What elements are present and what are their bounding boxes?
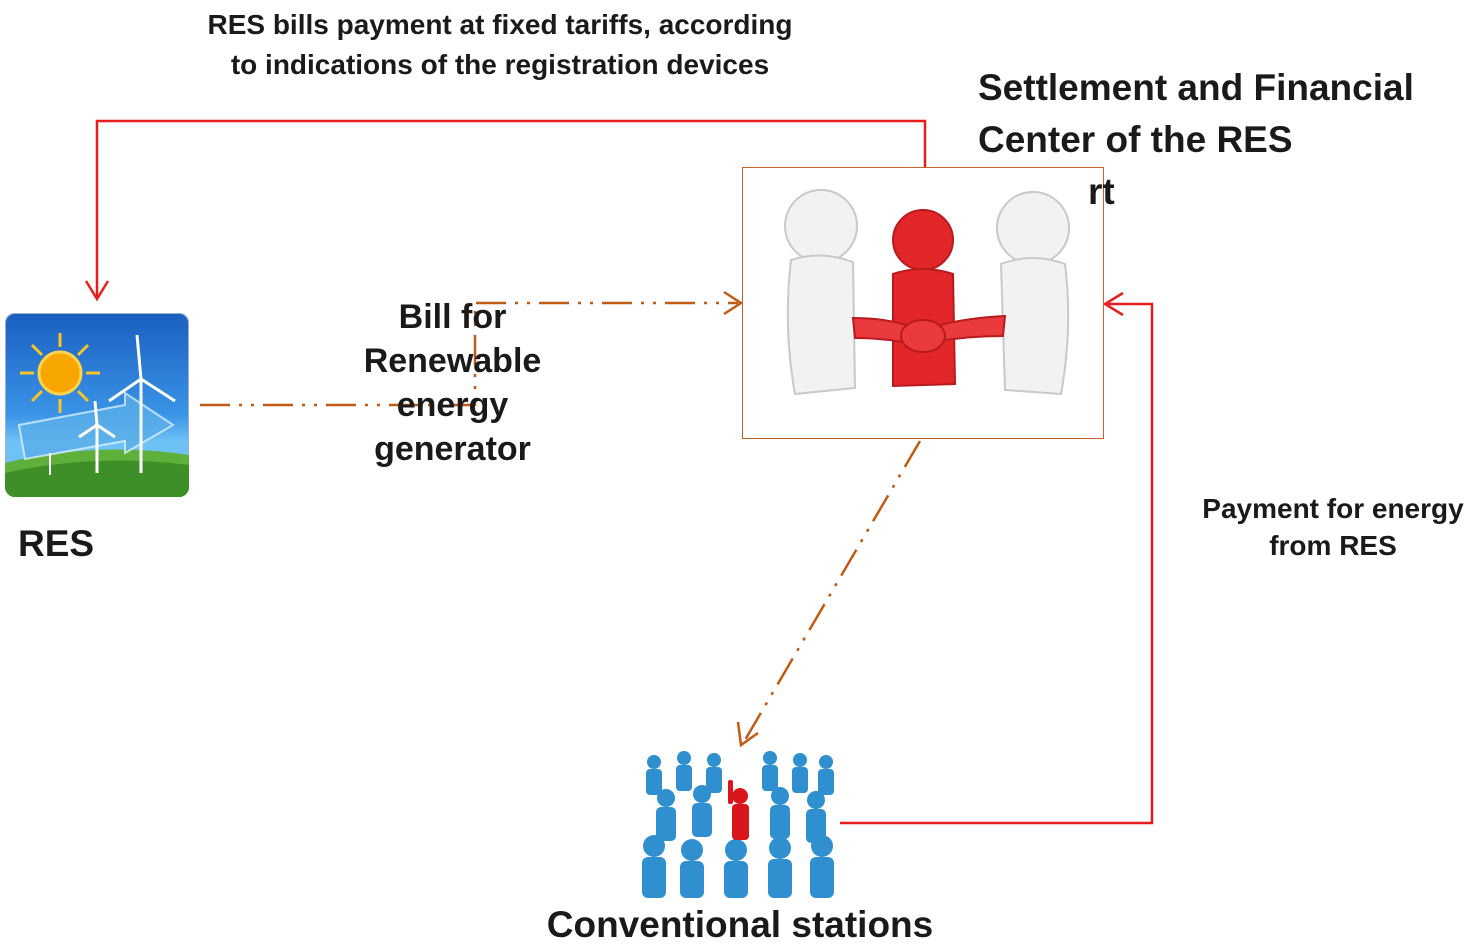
bill-label-line: Bill for (398, 298, 507, 336)
bill-label-line: Renewable (363, 342, 542, 380)
conventional-stations-label: Conventional stations (546, 904, 934, 945)
res-icon (5, 313, 189, 497)
settlement-center-box (742, 167, 1104, 439)
payment-to-res-arrow (84, 119, 927, 302)
settlement-center-title: Settlement and Financial Center of the R… (978, 62, 1482, 218)
bill-label: Bill for Renewable energy generator (330, 295, 575, 471)
conventional-stations-icon (640, 750, 838, 898)
center-title-line: rt (1088, 171, 1115, 212)
res-label: RES (18, 523, 95, 564)
payment-right-label: Payment for energy from RES (1202, 493, 1464, 561)
bill-label-line: energy (396, 386, 509, 424)
bill-label-line: generator (374, 430, 531, 468)
three-figures-handshake-icon (784, 189, 1070, 396)
bill-to-center-arrow (200, 290, 744, 407)
center-to-conventional-arrow (736, 440, 922, 748)
payment-from-conventional-arrow (840, 291, 1154, 825)
top-payment-label: RES bills payment at fixed tariffs, acco… (207, 9, 793, 80)
center-title-line: Center of the RES (978, 119, 1293, 160)
center-title-line: Settlement and Financial (978, 67, 1414, 108)
